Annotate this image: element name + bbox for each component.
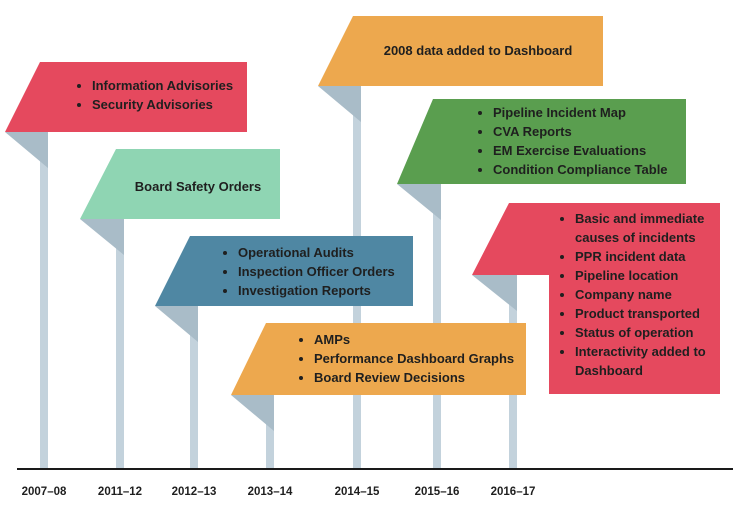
flag-shape xyxy=(231,323,526,395)
year-label: 2007–08 xyxy=(21,486,67,498)
year-label: 2011–12 xyxy=(97,486,143,498)
flag-fold xyxy=(397,184,441,220)
timeline-pole xyxy=(116,149,124,469)
flag-text: AMPsPerformance Dashboard GraphsBoard Re… xyxy=(298,330,524,387)
flag-text: 2008 data added to Dashboard xyxy=(353,41,603,60)
flag-text: Information AdvisoriesSecurity Advisorie… xyxy=(76,76,246,114)
flag-item-list: AMPsPerformance Dashboard GraphsBoard Re… xyxy=(298,330,524,387)
flag-item: EM Exercise Evaluations xyxy=(493,141,685,160)
flag-item: CVA Reports xyxy=(493,122,685,141)
timeline-pole xyxy=(40,62,48,469)
flag-item: Investigation Reports xyxy=(238,281,412,300)
flag-fold xyxy=(318,86,361,122)
year-label: 2014–15 xyxy=(334,486,380,498)
year-label: 2013–14 xyxy=(247,486,293,498)
flag-item: Pipeline location xyxy=(575,266,720,285)
flag-fold xyxy=(80,219,124,255)
flag-item: Performance Dashboard Graphs xyxy=(314,349,524,368)
flag-text: Basic and immediate causes of incidentsP… xyxy=(559,209,720,380)
flag-shape xyxy=(155,236,413,306)
flag-label: 2008 data added to Dashboard xyxy=(383,43,573,58)
flag-item-list: Information AdvisoriesSecurity Advisorie… xyxy=(76,76,246,114)
flag-item: Basic and immediate causes of incidents xyxy=(575,209,720,247)
flag-item-list: Basic and immediate causes of incidentsP… xyxy=(559,209,720,380)
flag-item: Information Advisories xyxy=(92,76,246,95)
flag-item: Status of operation xyxy=(575,323,720,342)
year-label: 2012–13 xyxy=(171,486,217,498)
flag-text: Board Safety Orders xyxy=(116,177,280,196)
flag-item: Pipeline Incident Map xyxy=(493,103,685,122)
flag-item: PPR incident data xyxy=(575,247,720,266)
flag-shape xyxy=(80,149,280,219)
flag-item: Condition Compliance Table xyxy=(493,160,685,179)
flag-fold xyxy=(5,132,48,168)
flag-shape xyxy=(397,99,686,184)
flag-shape xyxy=(318,16,603,86)
flags-layer xyxy=(5,16,720,395)
flag-item: Product transported xyxy=(575,304,720,323)
flag-item: AMPs xyxy=(314,330,524,349)
timeline-pole xyxy=(190,236,198,469)
flag-text: Operational AuditsInspection Officer Ord… xyxy=(222,243,412,300)
flag-fold xyxy=(231,395,274,431)
flag-item: Security Advisories xyxy=(92,95,246,114)
flag-text: Pipeline Incident MapCVA ReportsEM Exerc… xyxy=(477,103,685,179)
flag-item-list: Pipeline Incident MapCVA ReportsEM Exerc… xyxy=(477,103,685,179)
flag-item: Operational Audits xyxy=(238,243,412,262)
timeline-pole xyxy=(433,99,441,469)
flag-item: Interactivity added to Dashboard xyxy=(575,342,720,380)
flag-item: Board Review Decisions xyxy=(314,368,524,387)
year-label: 2015–16 xyxy=(414,486,460,498)
flag-label: Board Safety Orders xyxy=(134,179,262,194)
flag-shape xyxy=(5,62,247,132)
flag-item: Company name xyxy=(575,285,720,304)
flag-shape xyxy=(472,203,720,394)
flag-fold xyxy=(472,275,517,311)
year-label: 2016–17 xyxy=(490,486,536,498)
flag-fold xyxy=(155,306,198,342)
flag-item: Inspection Officer Orders xyxy=(238,262,412,281)
flag-item-list: Operational AuditsInspection Officer Ord… xyxy=(222,243,412,300)
